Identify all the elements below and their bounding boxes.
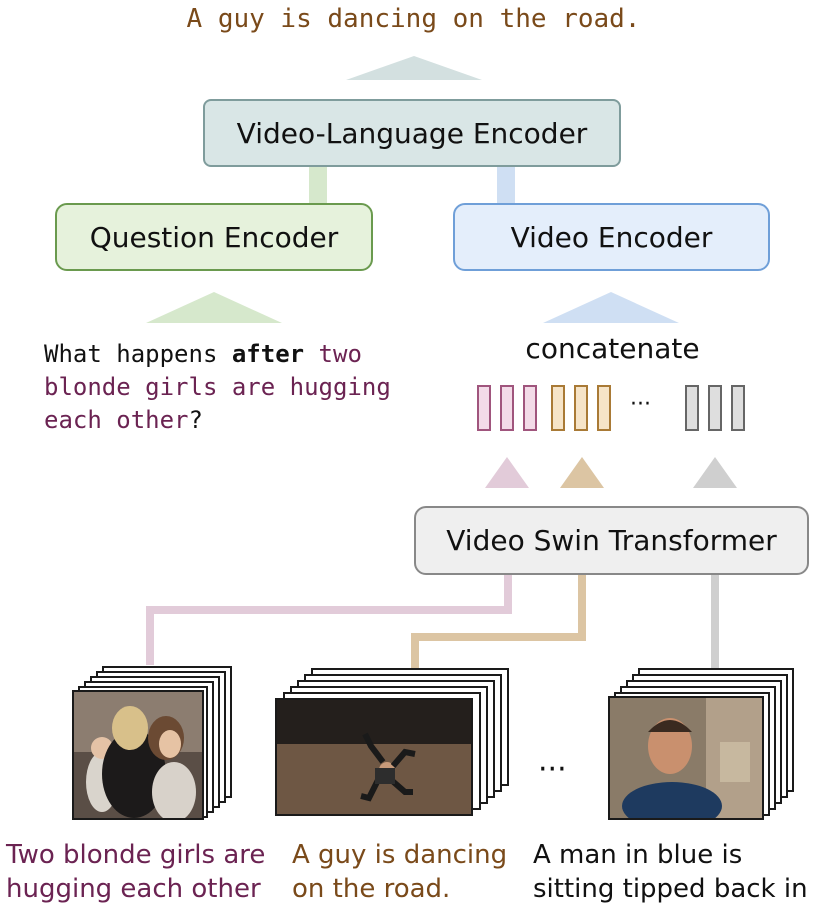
question-encoder-box: Question Encoder [55,203,373,271]
token-bar [477,385,491,431]
tokens-arrow-gray [693,457,737,488]
video-swin-transformer-label: Video Swin Transformer [446,524,777,557]
vl-output-arrow [346,56,482,80]
clip1-frame-stack [72,666,234,824]
token-bar [551,385,565,431]
video-swin-transformer-box: Video Swin Transformer [414,506,809,575]
question-part-1: What happens [44,340,232,368]
token-bar [708,385,722,431]
tokens-arrow-purple [485,457,529,488]
video-encoder-box: Video Encoder [453,203,770,271]
clip3-thumbnail [608,696,764,820]
question-event: two blonde girls are hugging each other [44,340,391,434]
token-bar [685,385,699,431]
tokens-arrow-tan [560,457,604,488]
clip-ellipsis: ··· [538,752,567,787]
predicted-answer: A guy is dancing on the road. [186,4,641,34]
clip3-caption: A man in blue is sitting tipped back in … [533,840,808,910]
token-group-tan [551,385,611,431]
question-encoder-label: Question Encoder [89,220,339,254]
token-bar [731,385,745,431]
video-language-encoder-box: Video-Language Encoder [203,99,621,167]
clip3-frame-stack [608,668,798,824]
token-group-purple [477,385,537,431]
video-input-arrow [543,292,679,323]
token-ellipsis: ··· [630,392,651,417]
token-bar [574,385,588,431]
video-encoder-label: Video Encoder [510,220,713,254]
question-mark: ? [188,406,203,434]
question-to-vl-connector [309,167,327,203]
token-group-gray [685,385,745,431]
question-keyword: after [231,340,305,368]
clip1-caption: Two blonde girls are hugging each other [6,840,266,904]
question-text: What happens after two blonde girls are … [44,338,404,437]
clip2-thumbnail [275,698,473,816]
clip1-connector [146,575,512,665]
clip2-connector [411,575,586,668]
clip2-caption: A guy is dancing on the road. [292,840,508,904]
clip1-thumbnail [72,690,204,820]
question-input-arrow [146,292,282,323]
token-bar [597,385,611,431]
token-bar [500,385,514,431]
man-in-chair-image [610,698,762,818]
video-to-vl-connector [497,167,515,203]
dancing-guy-image [277,700,471,814]
concatenate-label: concatenate [525,332,700,365]
clip2-frame-stack [275,668,513,820]
video-language-encoder-label: Video-Language Encoder [236,116,588,150]
token-bar [523,385,537,431]
hugging-girls-image [74,692,202,818]
